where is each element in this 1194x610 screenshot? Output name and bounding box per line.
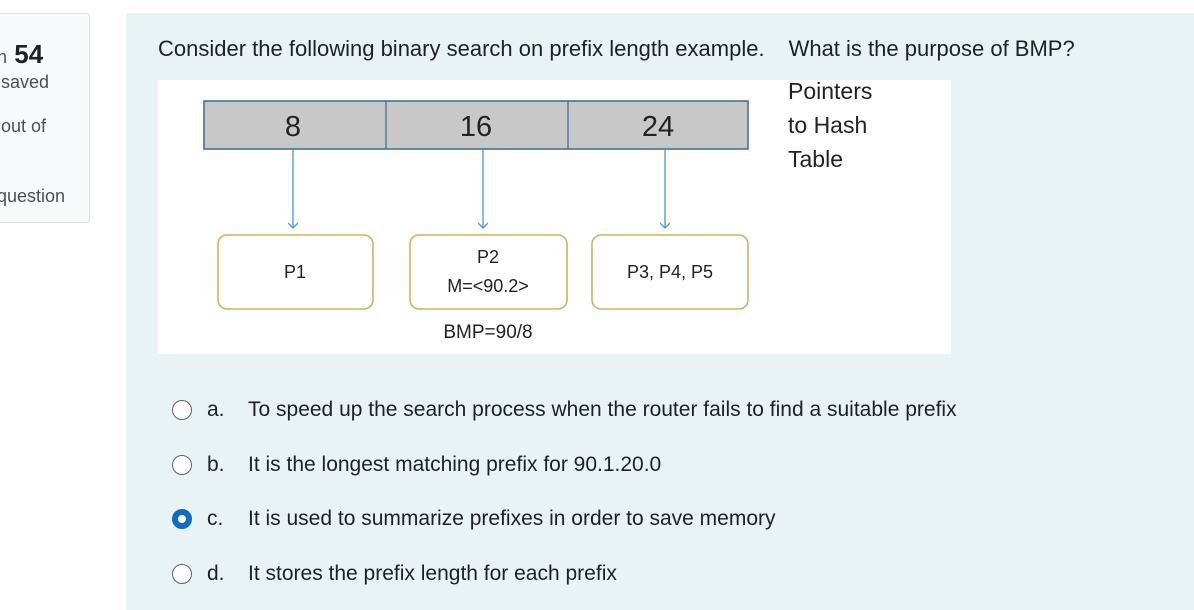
question-text-part2: What is the purpose of BMP? [788,36,1075,61]
hash-table-8-entry: P1 [284,262,306,282]
answer-option-c[interactable]: c. It is used to summarize prefixes in o… [166,499,1086,539]
radio-b[interactable] [172,455,192,475]
answer-option-b[interactable]: b. It is the longest matching prefix for… [166,445,1086,485]
hash-table-16-marker: M=<90.2> [447,276,529,296]
radio-c[interactable] [172,509,192,529]
prefix-length-figure: 8 16 24 Pointers to Hash Table P1 P2 M=<… [158,80,951,354]
flag-question-link[interactable]: question [0,186,66,206]
radio-a[interactable] [172,400,192,420]
hash-table-box-24 [591,234,749,310]
question-text-part1: Consider the following binary search on … [158,36,765,61]
hash-table-16-entry: P2 [477,247,499,267]
header-cell-24: 24 [642,111,674,143]
prefix-length-header-row: 8 16 24 [203,100,749,150]
answer-option-a[interactable]: a. To speed up the search process when t… [166,390,1086,430]
answer-option-d[interactable]: d. It stores the prefix length for each … [166,554,1086,594]
answer-text-b[interactable]: It is the longest matching prefix for 90… [248,453,662,476]
question-status: saved [1,72,50,92]
question-info-panel: n 54 saved out of question [0,13,90,223]
hash-table-24-entry: P3, P4, P5 [627,262,713,282]
question-text: Consider the following binary search on … [158,36,1075,62]
answer-letter-b: b. [207,453,225,476]
hash-table-box-16 [409,234,568,310]
header-cell-16: 16 [460,111,492,143]
answer-text-d[interactable]: It stores the prefix length for each pre… [248,562,617,585]
bmp-label: BMP=90/8 [443,322,532,343]
hash-table-box-8 [217,234,374,310]
header-row-background [203,100,749,150]
question-number: n 54 [0,39,43,70]
answer-letter-c: c. [207,507,224,530]
figure-svg: 8 16 24 Pointers to Hash Table P1 P2 M=<… [203,80,872,343]
answer-text-a[interactable]: To speed up the search process when the … [248,398,957,421]
radio-d[interactable] [172,564,192,584]
pointer-label-line-3: Table [788,146,843,172]
question-number-prefix: n [0,47,8,67]
answer-text-c[interactable]: It is used to summarize prefixes in orde… [248,507,776,530]
header-cell-8: 8 [285,111,301,143]
pointer-label-line-1: Pointers [788,80,872,104]
answer-letter-a: a. [207,398,225,421]
answer-letter-d: d. [207,562,225,585]
question-marks: out of [1,116,47,136]
question-number-value: 54 [14,39,44,69]
pointer-label-line-2: to Hash [788,112,867,138]
